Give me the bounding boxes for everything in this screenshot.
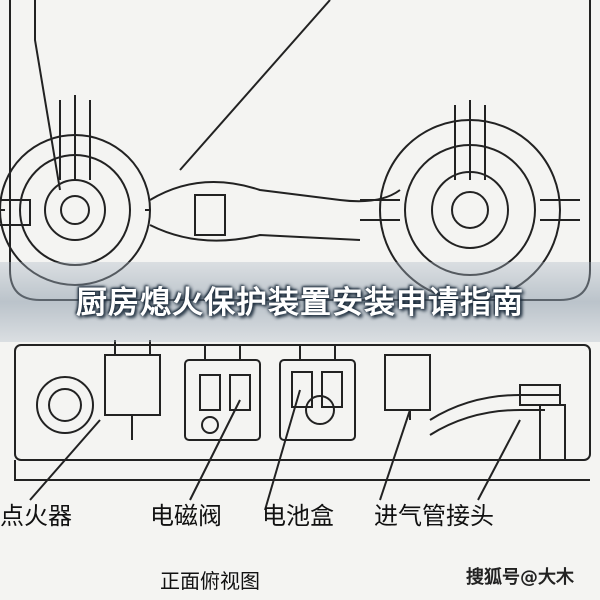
igniter-box — [104, 354, 161, 416]
gas-inlet-pipe — [429, 394, 560, 421]
gas-pipe-bottom — [149, 224, 361, 242]
leader-solenoid — [189, 399, 241, 501]
watermark: 搜狐号@大木 — [466, 567, 574, 588]
page-title: 厨房熄火保护装置安装申请指南 — [76, 285, 524, 321]
leader-igniter — [29, 419, 101, 501]
solenoid-valve-group — [184, 345, 261, 441]
gas-pipe-top — [149, 181, 401, 203]
label-igniter: 点火器 — [0, 502, 72, 530]
label-solenoid-valve: 电磁阀 — [150, 502, 222, 530]
leader-gas-joint — [379, 409, 411, 501]
title-banner — [0, 262, 600, 342]
knob — [36, 376, 94, 434]
view-caption: 正面俯视图 — [160, 569, 260, 593]
lower-housing — [14, 344, 591, 461]
top-valve-block — [194, 194, 226, 236]
leader-battery — [264, 389, 301, 511]
battery-box — [384, 354, 431, 411]
stove-body-outline — [9, 0, 591, 301]
label-gas-inlet-joint: 进气管接头 — [374, 502, 494, 530]
leader-line-2 — [179, 0, 331, 171]
label-battery-box: 电池盒 — [262, 502, 334, 530]
leader-gas-joint-2 — [477, 419, 521, 501]
solenoid-valve-group-2 — [279, 345, 356, 441]
leader-line-1 — [34, 0, 61, 191]
left-burner — [0, 95, 151, 286]
